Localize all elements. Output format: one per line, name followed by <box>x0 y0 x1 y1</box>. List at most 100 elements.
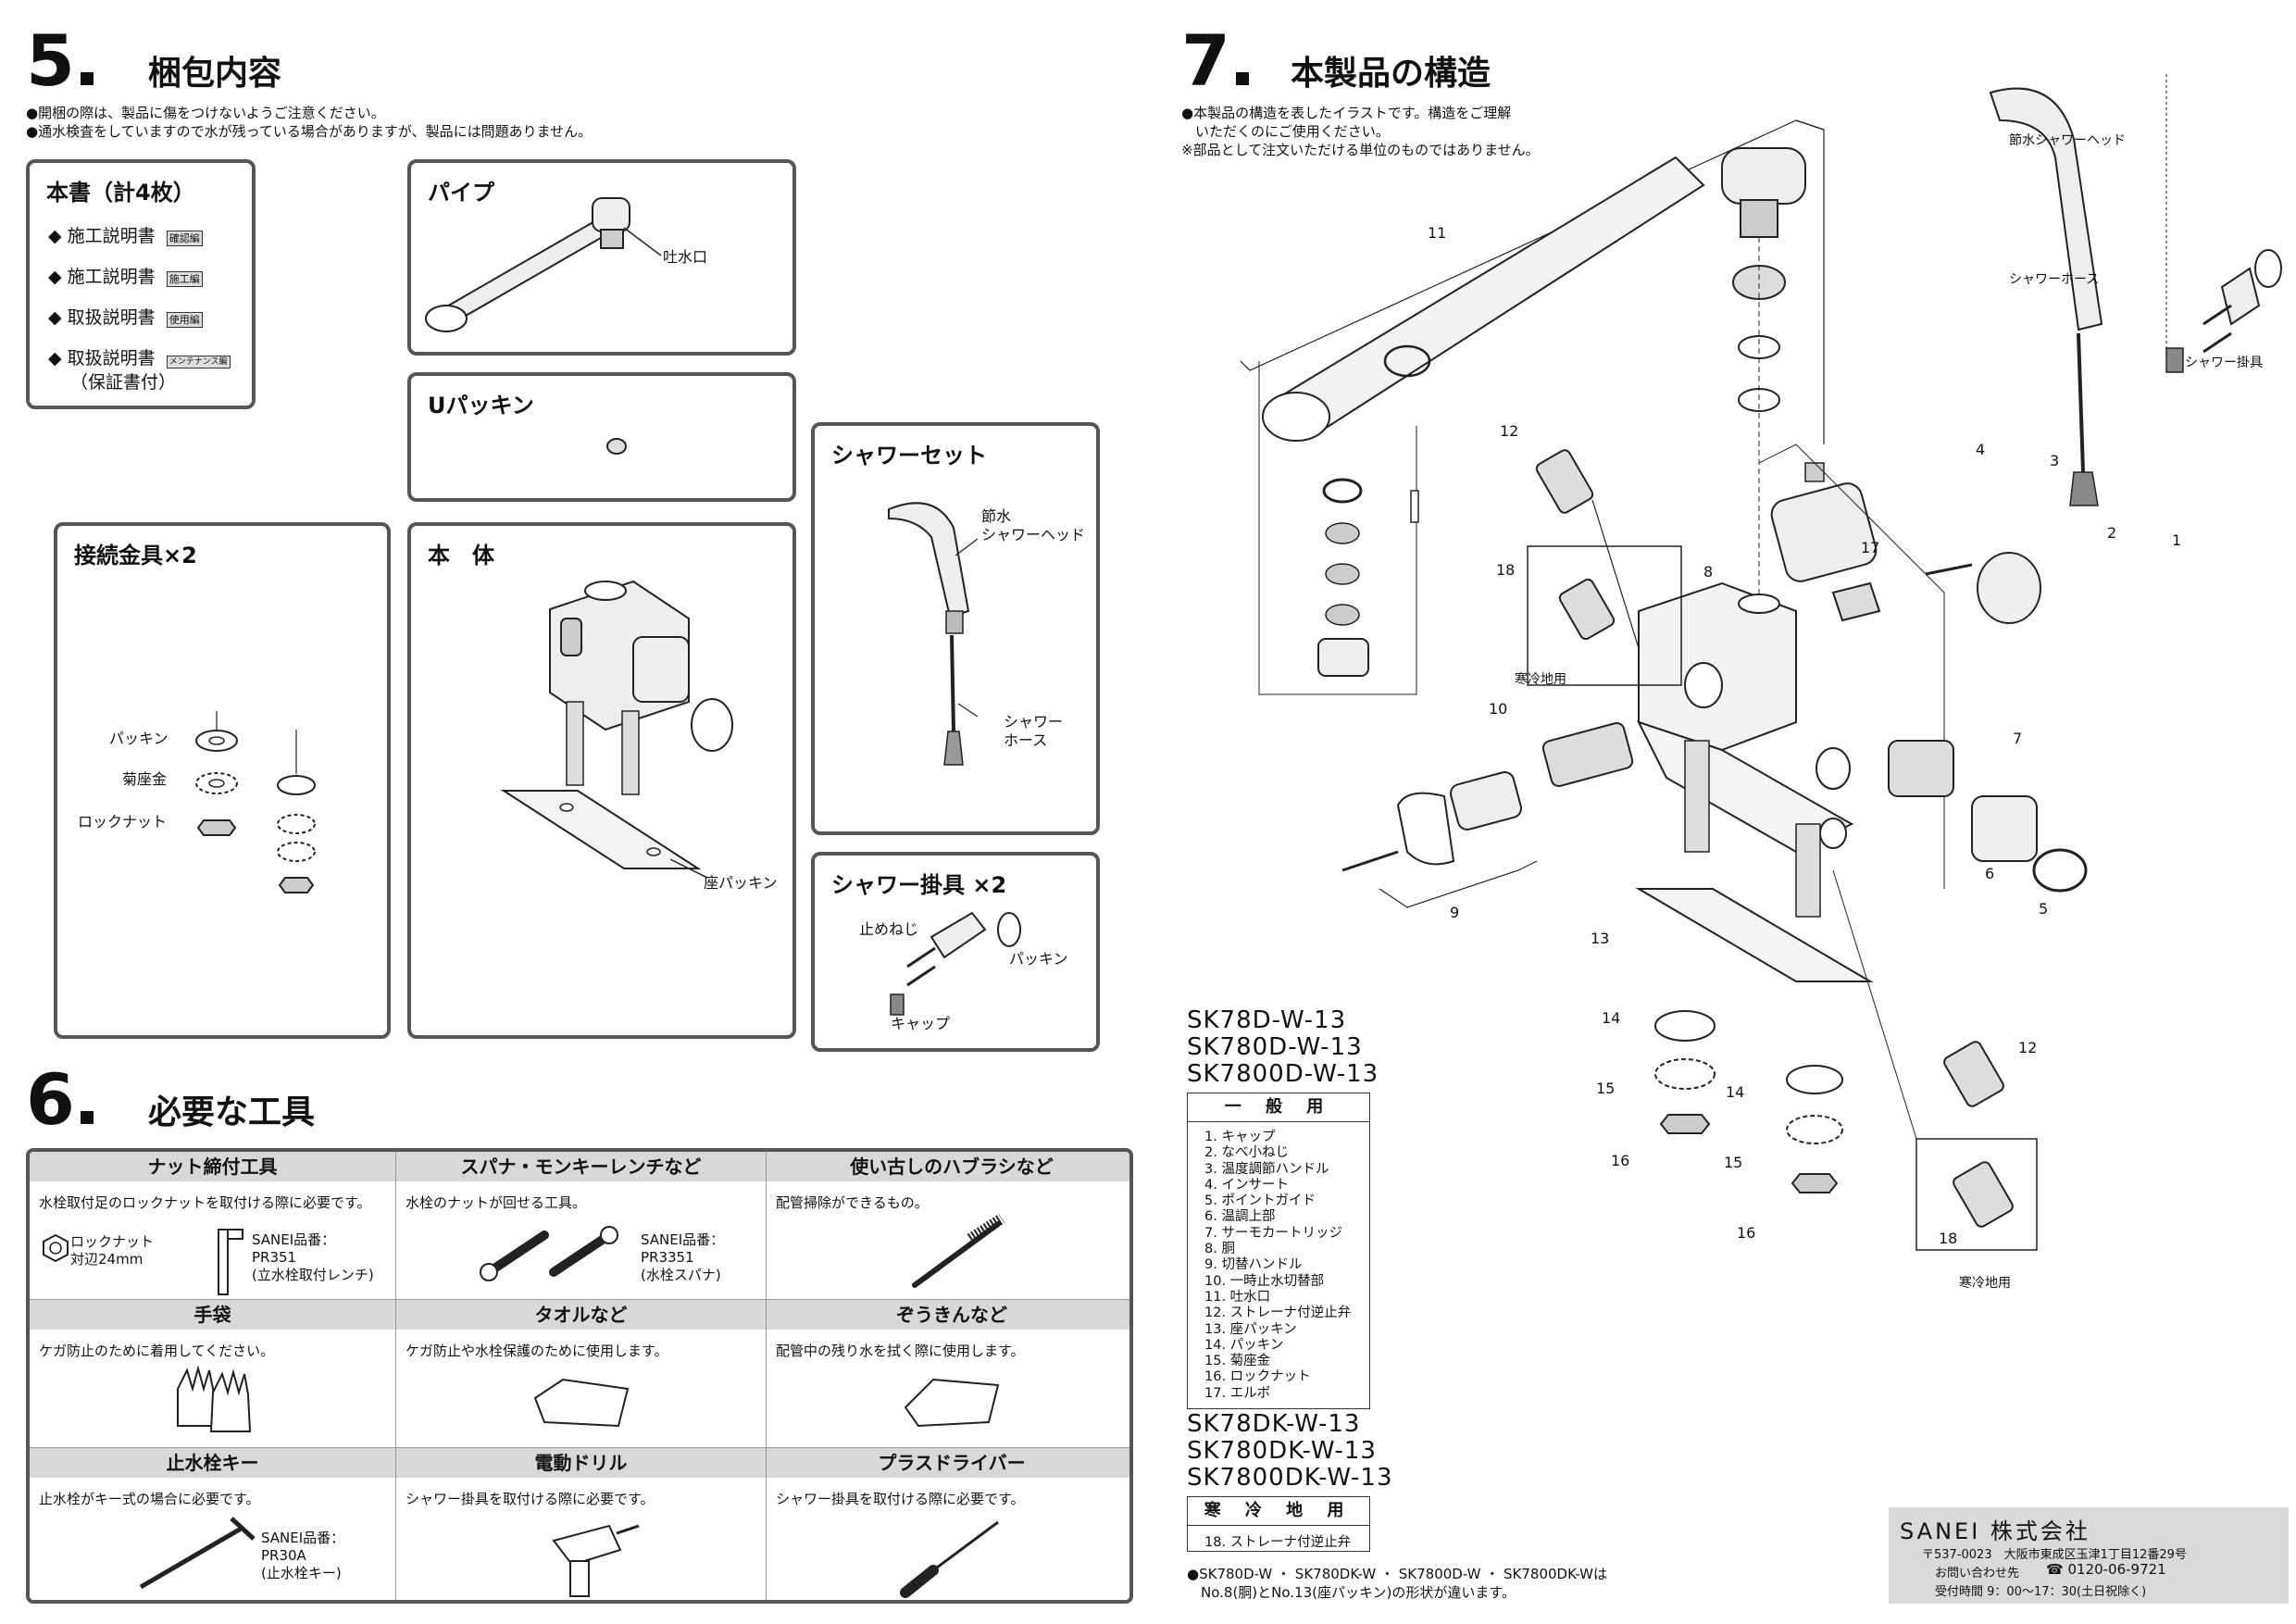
tool-cell: 止水栓キー 止水栓がキー式の場合に必要です。 SANEI品番： PR30A (止… <box>30 1448 396 1600</box>
rag-icon <box>904 1378 1000 1428</box>
part-item: 15. 菊座金 <box>1204 1354 1271 1369</box>
shower-set-box: シャワーセット 節水 シャワーヘッド シャワー ホース <box>811 422 1100 835</box>
docs-sub: （保証書付） <box>70 372 177 393</box>
company-footer: SANEI 株式会社 〒537-0023 大阪市東成区玉津1丁目12番29号 お… <box>1889 1507 2289 1604</box>
part-item: 7. サーモカートリッジ <box>1204 1225 1342 1241</box>
part-item: 16. ロックナット <box>1204 1369 1311 1385</box>
part-item: 6. 温調上部 <box>1204 1209 1276 1225</box>
upacking-box: Uパッキン <box>407 372 796 502</box>
section7-note-3: ※部品として注文いただける単位のものではありません。 <box>1181 142 1540 158</box>
company-address: 〒537-0023 大阪市東成区玉津1丁目12番29号 <box>1922 1548 2187 1562</box>
diagram-label-5: 5 <box>2039 900 2049 918</box>
tool-desc: ケガ防止や水栓保護のために使用します。 <box>406 1343 668 1359</box>
fittings-box: 接続金具×2 パッキン 菊座金 ロックナット <box>54 522 391 1039</box>
diagram-label-16b: 16 <box>1737 1224 1756 1242</box>
diagram-label-14a: 14 <box>1602 1009 1621 1027</box>
models-general: SK78D-W-13 SK780D-W-13 SK7800D-W-13 <box>1187 1007 1379 1088</box>
model-name: SK7800D-W-13 <box>1187 1060 1379 1088</box>
tool-header: スパナ・モンキーレンチなど <box>396 1152 766 1181</box>
part-item: 18. ストレーナ付逆止弁 <box>1204 1535 1352 1550</box>
parts-list-cold-head: 寒 冷 地 用 <box>1188 1497 1369 1526</box>
contact-label: お問い合わせ先 <box>1935 1567 2020 1580</box>
model-name: SK7800DK-W-13 <box>1187 1464 1393 1492</box>
diagram-label-shower-hanger: シャワー掛具 <box>2185 356 2263 370</box>
shower-hanger-label-screw: 止めねじ <box>859 920 919 938</box>
tool-desc: シャワー掛具を取付ける際に必要です。 <box>776 1491 1025 1507</box>
locknut-icon <box>43 1233 69 1263</box>
tool-note: SANEI品番： PR30A (止水栓キー) <box>261 1530 345 1581</box>
docs-item: ◆ 施工説明書 確認編 <box>48 222 203 247</box>
tool-header: 使い古しのハブラシなど <box>767 1152 1129 1181</box>
section6-title: 必要な工具 <box>148 1093 316 1131</box>
diagram-label-12a: 12 <box>1500 422 1519 440</box>
fittings-title: 接続金具×2 <box>74 543 197 568</box>
section6-dot <box>80 1111 94 1124</box>
part-item: 13. 座パッキン <box>1204 1321 1297 1337</box>
upacking-title: Uパッキン <box>428 393 534 418</box>
gloves-icon <box>177 1365 252 1432</box>
part-item: 8. 胴 <box>1204 1242 1235 1257</box>
part-item: 1. キャップ <box>1204 1130 1276 1144</box>
section7-dot <box>1235 72 1249 85</box>
contact-phone: ☎ 0120-06-9721 <box>2046 1561 2166 1578</box>
shower-set-label-hose: シャワー ホース <box>1004 713 1064 749</box>
shower-hanger-illustration <box>890 911 1021 1016</box>
tool-note: ロックナット 対辺24mm <box>70 1233 155 1268</box>
fittings-label-locknut: ロックナット <box>78 813 168 831</box>
tool-header: 手袋 <box>30 1300 395 1330</box>
diagram-label-15b: 15 <box>1724 1154 1743 1171</box>
diagram-label-cold-b: 寒冷地用 <box>1959 1276 2011 1291</box>
spanner-icon <box>480 1226 618 1281</box>
tool-header: プラスドライバー <box>767 1448 1129 1478</box>
pipe-label-spout: 吐水口 <box>663 248 708 266</box>
diagram-label-4: 4 <box>1976 441 1986 458</box>
tool-desc: 配管掃除ができるもの。 <box>776 1194 929 1211</box>
model-name: SK78D-W-13 <box>1187 1006 1347 1034</box>
shower-set-title: シャワーセット <box>831 443 987 468</box>
model-name: SK780DK-W-13 <box>1187 1437 1377 1465</box>
section5-number: 5 <box>26 19 75 102</box>
section7-header: 7 <box>1181 26 1249 96</box>
part-item: 10. 一時止水切替部 <box>1204 1273 1325 1289</box>
tool-cell: タオルなど ケガ防止や水栓保護のために使用します。 <box>396 1300 767 1448</box>
docs-item: ◆ 取扱説明書 使用編 <box>48 304 203 329</box>
model-name: SK780D-W-13 <box>1187 1033 1363 1061</box>
section7-number: 7 <box>1181 19 1230 102</box>
diagram-label-17: 17 <box>1861 539 1880 556</box>
models-cold: SK78DK-W-13 SK780DK-W-13 SK7800DK-W-13 <box>1187 1411 1393 1492</box>
fittings-label-washer: 菊座金 <box>122 770 168 788</box>
pipe-illustration <box>425 197 662 332</box>
tool-desc: 水栓のナットが回せる工具。 <box>406 1194 587 1211</box>
diagram-label-2: 2 <box>2107 524 2117 542</box>
towel-icon <box>533 1378 630 1428</box>
tool-note: SANEI品番： PR351 (立水栓取付レンチ) <box>252 1231 374 1283</box>
diagram-label-18a: 18 <box>1496 561 1516 579</box>
tool-header: 電動ドリル <box>396 1448 766 1478</box>
diagram-label-14b: 14 <box>1726 1083 1745 1101</box>
tool-cell: 使い古しのハブラシなど 配管掃除ができるもの。 <box>767 1152 1129 1300</box>
tool-desc: 止水栓がキー式の場合に必要です。 <box>39 1491 260 1507</box>
section7-title: 本製品の構造 <box>1291 55 1491 93</box>
docs-item: ◆ 取扱説明書 メンテナンス編 <box>48 344 231 369</box>
diagram-label-11: 11 <box>1428 224 1447 242</box>
diagram-label-1: 1 <box>2172 531 2182 549</box>
tool-cell: ぞうきんなど 配管中の残り水を拭く際に使用します。 <box>767 1300 1129 1448</box>
tool-header: タオルなど <box>396 1300 766 1330</box>
doc-tag: 施工編 <box>166 271 203 287</box>
fittings-illustration <box>195 711 316 893</box>
shower-hanger-box: シャワー掛具 ×2 止めねじ パッキン キャップ <box>811 852 1100 1052</box>
wrench-tool-icon <box>218 1229 243 1295</box>
shower-hanger-title: シャワー掛具 ×2 <box>831 872 1007 898</box>
tools-table: ナット締付工具 水栓取付足のロックナットを取付ける際に必要です。 ロックナット … <box>26 1148 1133 1604</box>
doc-tag: 確認編 <box>166 231 203 246</box>
tool-cell: プラスドライバー シャワー掛具を取付ける際に必要です。 <box>767 1448 1129 1600</box>
fittings-label-packing: パッキン <box>109 730 168 747</box>
parts-list-general: 一 般 用 1. キャップ 2. なべ小ねじ 3. 温度調節ハンドル 4. イン… <box>1187 1093 1370 1409</box>
tool-header: ナット締付工具 <box>30 1152 395 1181</box>
body-label-seat-packing: 座パッキン <box>704 874 778 892</box>
drill-icon <box>552 1524 640 1597</box>
diagram-label-shower-hose: シャワーホース <box>2009 272 2100 287</box>
body-title: 本 体 <box>428 543 494 568</box>
section7-note-2: いただくのにご使用ください。 <box>1181 123 1390 140</box>
footnote-2: No.8(胴)とNo.13(座パッキン)の形状が違います。 <box>1187 1584 1516 1601</box>
